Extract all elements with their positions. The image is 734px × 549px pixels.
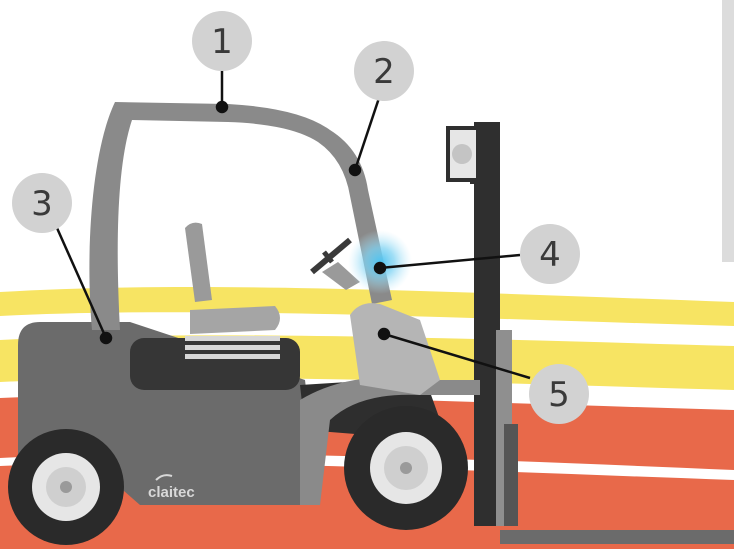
- callout-5[interactable]: 5: [529, 364, 589, 424]
- steering-and-dashboard: [310, 237, 440, 395]
- callout-5-anchor: [377, 327, 391, 341]
- brand-logo-text: claitec: [148, 484, 195, 501]
- callout-3-number: 3: [31, 184, 53, 224]
- cabin-frame: [89, 102, 392, 330]
- callout-5-number: 5: [548, 375, 570, 415]
- callout-4[interactable]: 4: [520, 224, 580, 284]
- front-wheel: [344, 406, 468, 530]
- callout-2-leader: [353, 97, 381, 171]
- forklift-mast: [446, 122, 734, 544]
- brand-logo: claitec: [148, 474, 195, 501]
- rear-wheel: [8, 429, 124, 545]
- callout-5-leader: [383, 332, 531, 380]
- callout-3[interactable]: 3: [12, 173, 72, 233]
- callout-4-leader: [379, 253, 521, 270]
- callout-leaders: [55, 68, 531, 380]
- callout-4-number: 4: [539, 235, 561, 275]
- callout-1-anchor: [215, 100, 229, 114]
- callout-2-number: 2: [373, 52, 395, 92]
- callout-3-leader: [55, 227, 108, 339]
- callout-1-number: 1: [211, 22, 233, 62]
- callout-4-anchor: [373, 261, 387, 275]
- callout-2-anchor: [348, 163, 362, 177]
- callout-2[interactable]: 2: [354, 41, 414, 101]
- driver-seat: [185, 222, 280, 359]
- side-panel-edge: [722, 0, 734, 262]
- callout-3-anchor: [99, 331, 113, 345]
- callout-1[interactable]: 1: [192, 11, 252, 71]
